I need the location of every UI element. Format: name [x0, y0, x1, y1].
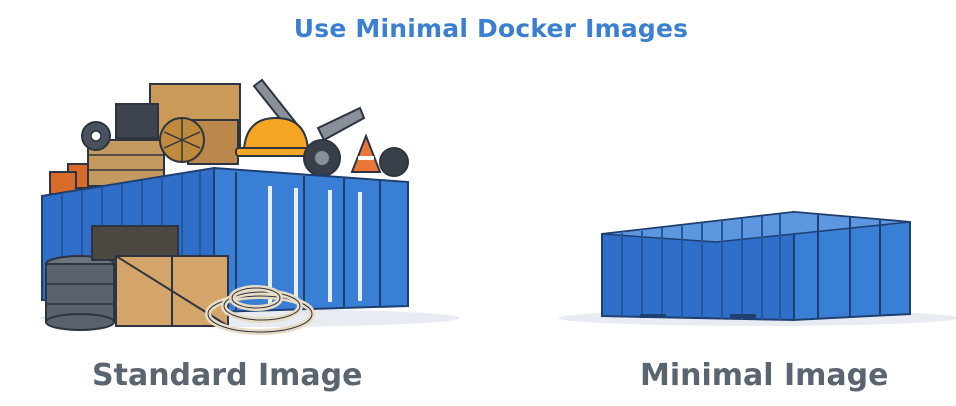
minimal-image-label: Minimal Image	[640, 358, 889, 393]
hard-hat-icon	[235, 116, 317, 157]
dark-crate	[91, 225, 179, 261]
standard-image-label: Standard Image	[92, 358, 363, 393]
tire-icon	[303, 139, 409, 177]
door-locking-bars	[268, 186, 362, 304]
net-ball	[159, 117, 205, 163]
traffic-cone-icon	[350, 133, 382, 173]
standard-container-pile	[41, 78, 409, 335]
gear-icon	[81, 121, 111, 151]
diagram-title: Use Minimal Docker Images	[293, 14, 689, 43]
minimal-shipping-container	[601, 210, 911, 322]
rope-coil	[205, 285, 315, 335]
metal-barrel	[45, 255, 115, 331]
